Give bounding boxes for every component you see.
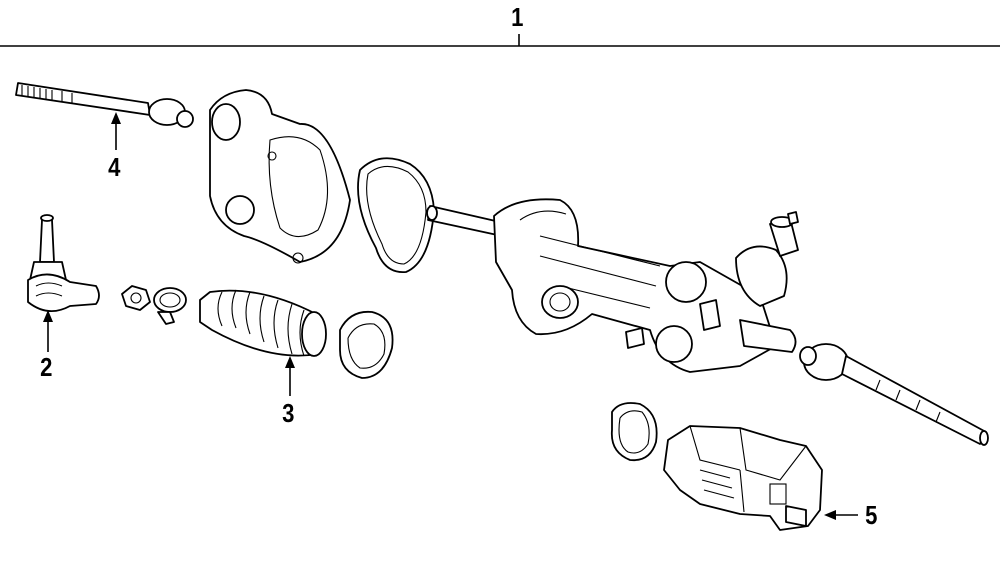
bellows-boot <box>199 289 327 357</box>
motor-control-unit <box>663 425 823 531</box>
arrow-icon-3 <box>285 356 295 368</box>
arrow-icon-5 <box>824 510 836 520</box>
outer-tie-rod-end <box>27 214 100 312</box>
arrow-icon-4 <box>111 112 121 124</box>
callout-5: 5 <box>865 500 878 530</box>
jam-nut <box>121 285 151 311</box>
callout-4: 4 <box>108 152 121 182</box>
rack-housing <box>426 198 799 373</box>
arrow-icon-2 <box>43 310 53 322</box>
boot-clamp-large <box>339 310 394 379</box>
callout-1: 1 <box>511 2 524 32</box>
boot-clamp-small <box>153 287 187 325</box>
ring-seal <box>610 402 658 462</box>
valve-housing <box>209 89 351 264</box>
inner-tie-rod-left <box>15 82 194 128</box>
inner-tie-rod-right <box>799 343 989 446</box>
assembly-bracket <box>0 34 1000 47</box>
housing-gasket <box>357 157 435 273</box>
callout-3: 3 <box>282 398 295 428</box>
leader-lines <box>43 112 858 520</box>
callout-2: 2 <box>40 352 53 382</box>
